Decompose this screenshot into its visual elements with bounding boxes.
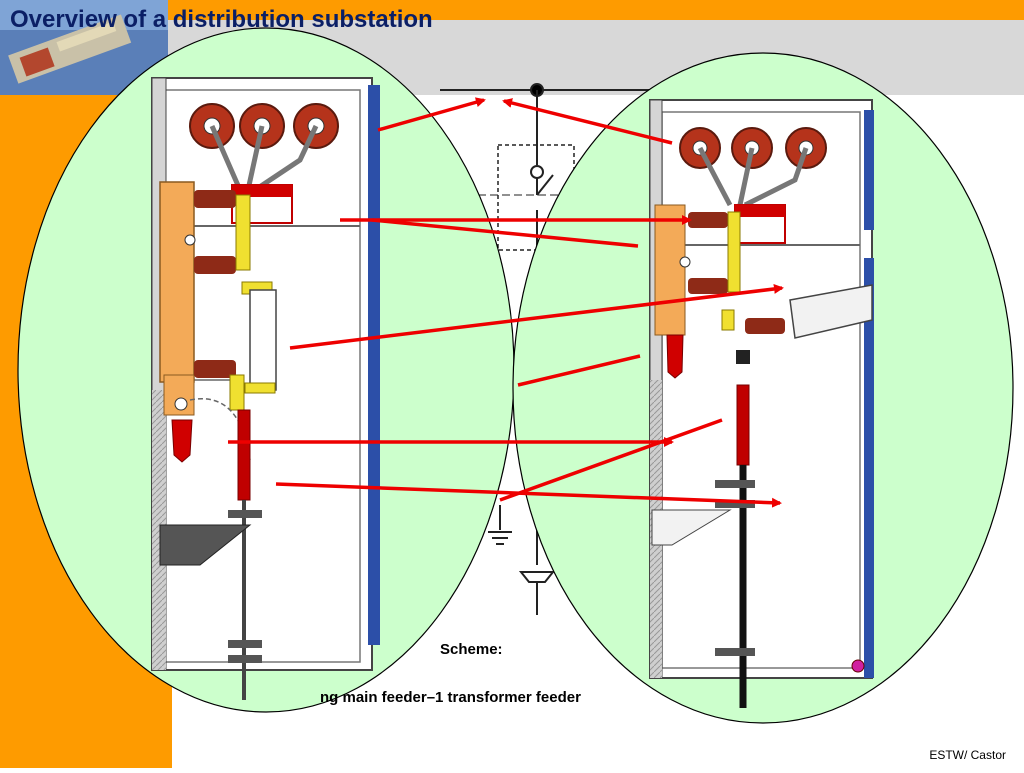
pink-marker-icon — [851, 659, 865, 673]
line-earth-link — [499, 418, 723, 502]
arrow-left-busbar — [377, 97, 486, 132]
arrow-right-busbar — [502, 98, 673, 145]
line-switch-link — [371, 218, 639, 248]
right-panel-view — [512, 52, 1014, 724]
slide-thumbnail-photo — [0, 0, 168, 95]
arrow-clamp — [275, 482, 782, 508]
footer-text: ESTW/ Castor — [929, 748, 1006, 762]
busbar-insulators — [189, 103, 339, 193]
slide-title: Overview of a distribution substation — [10, 6, 433, 33]
top-orange-band — [0, 0, 1024, 20]
line-left-disconnector — [517, 354, 641, 387]
left-panel-view — [17, 27, 515, 713]
annotation-arrows — [228, 97, 784, 508]
feeder-caption: ng main feeder–1 transformer feeder — [320, 689, 581, 706]
scheme-label: Scheme: — [440, 641, 503, 658]
arrow-fuse — [289, 284, 784, 350]
